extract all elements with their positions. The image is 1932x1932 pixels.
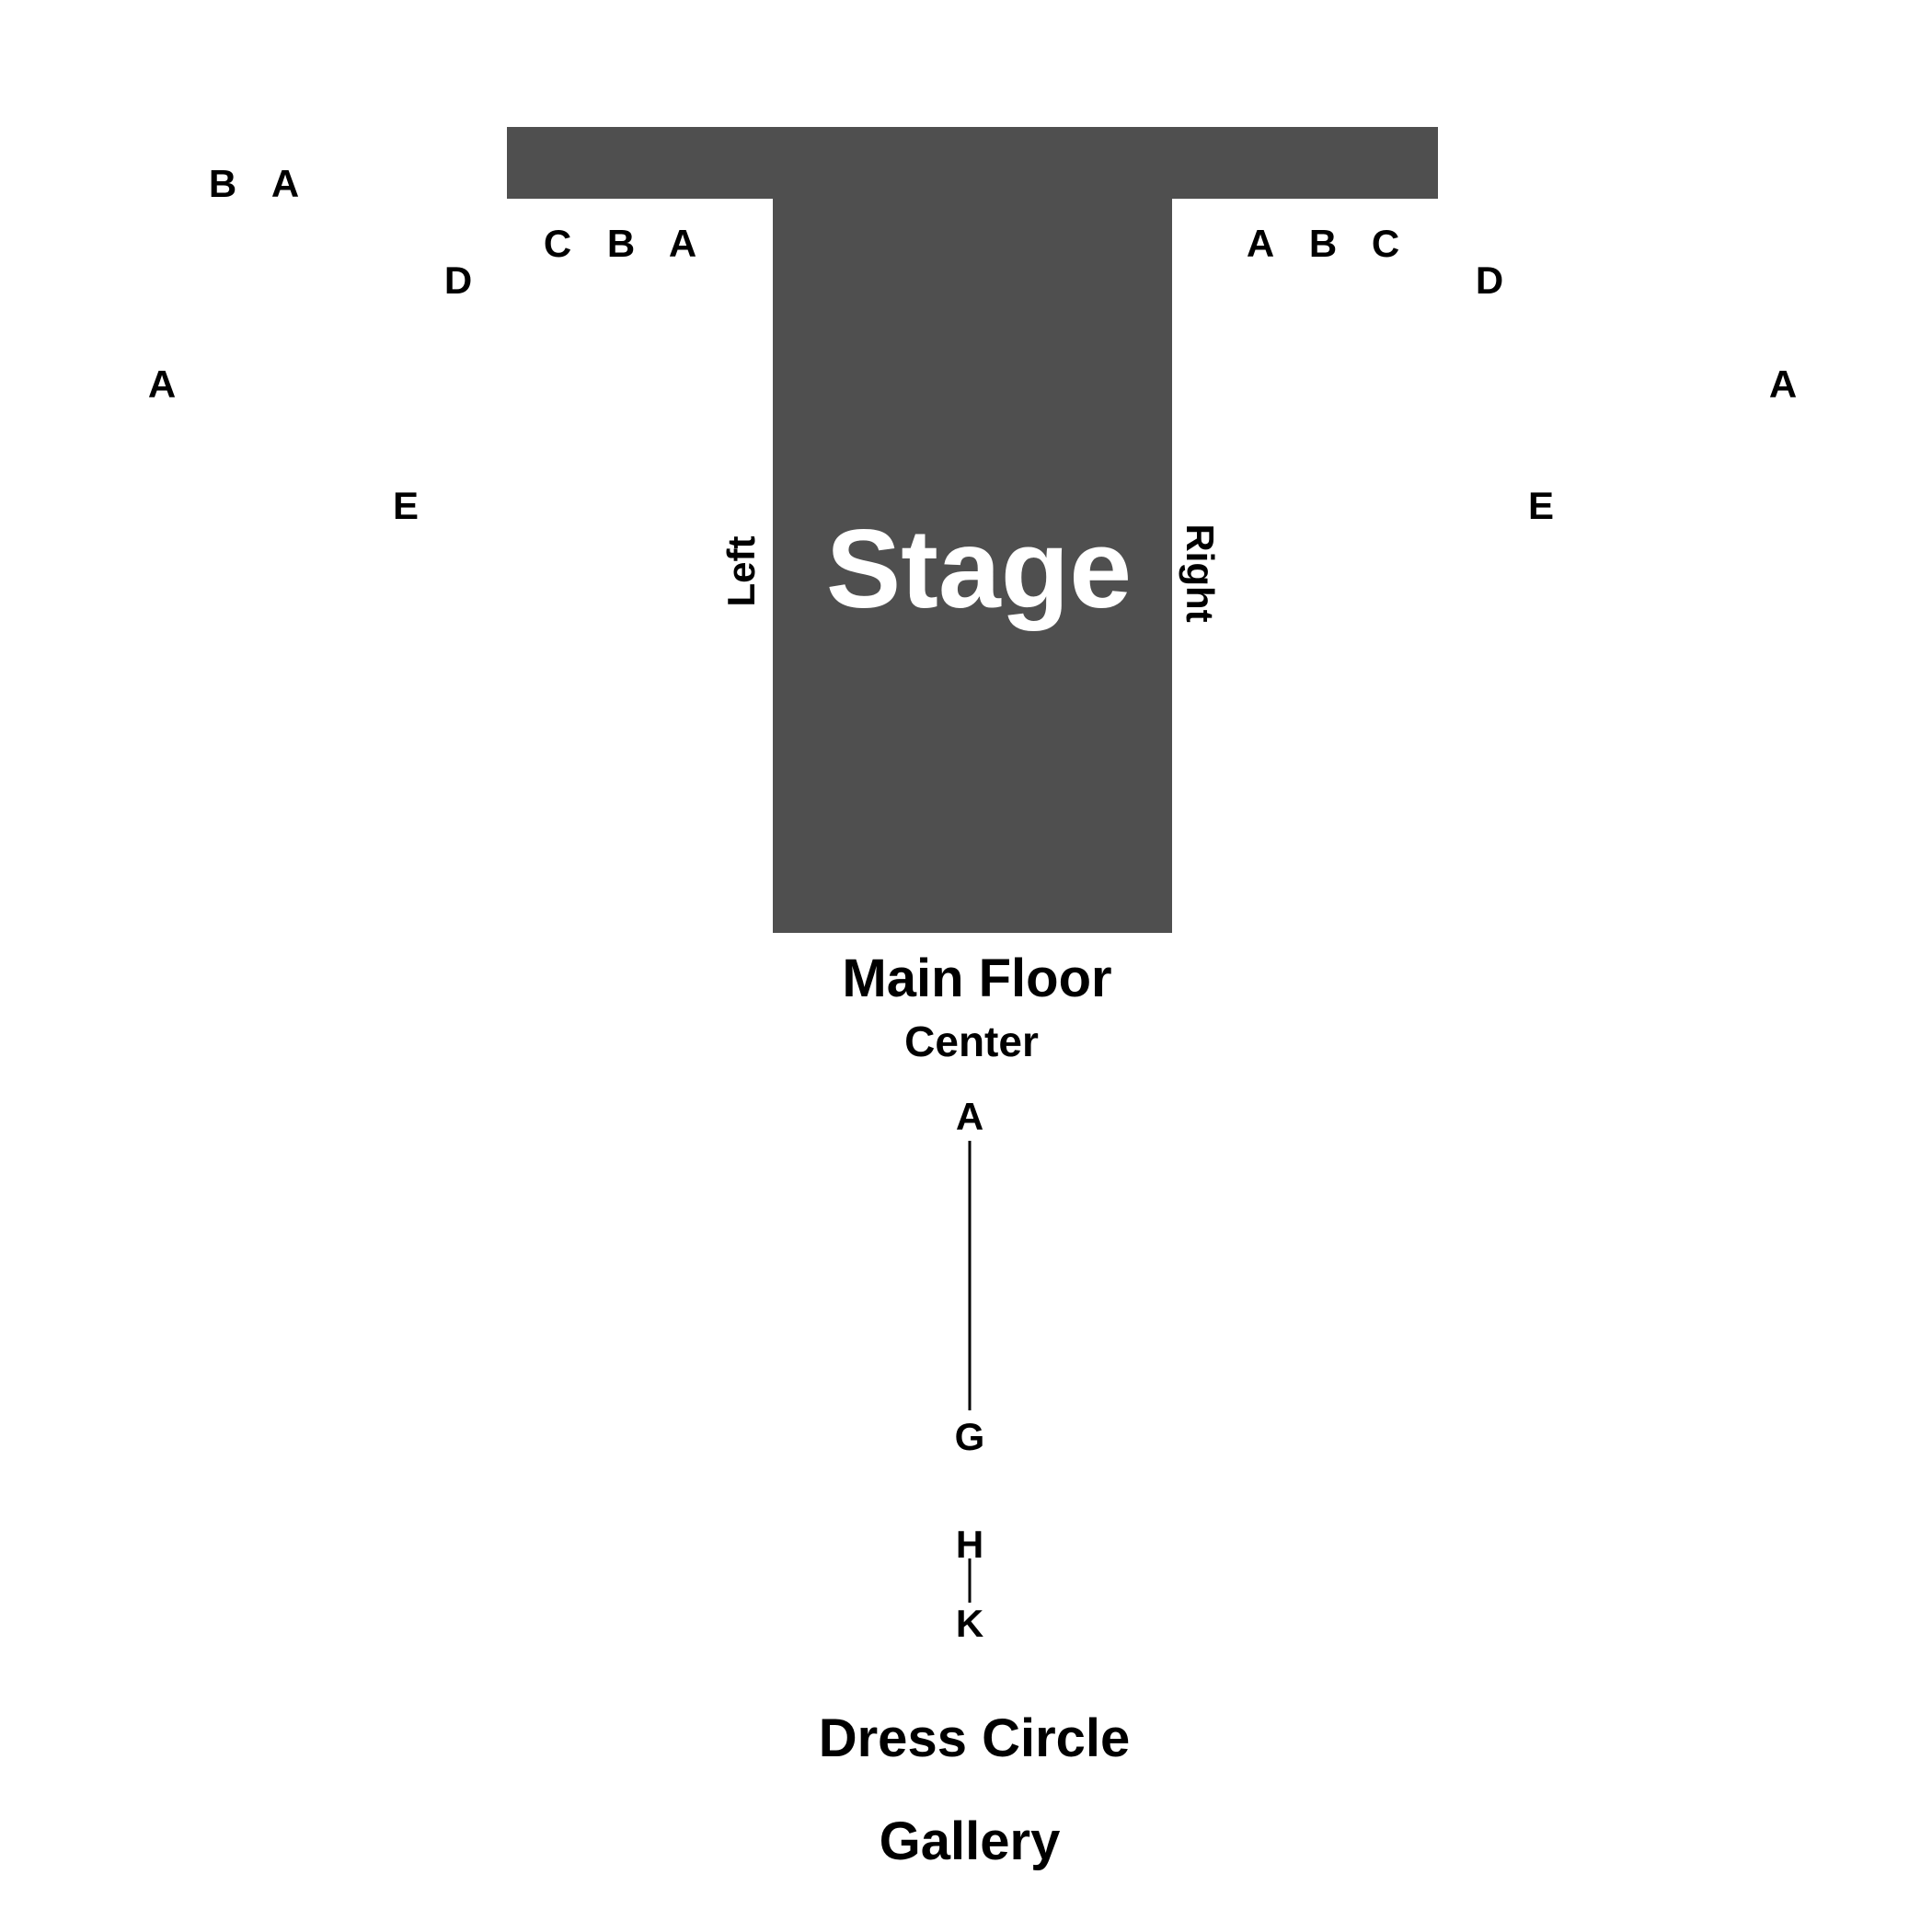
gallery-label[interactable]: Gallery — [879, 1811, 1061, 1871]
stage-left-label: Left — [719, 535, 763, 607]
dress-circle-label[interactable]: Dress Circle — [818, 1708, 1131, 1768]
center-section-label[interactable]: Center — [904, 1018, 1039, 1065]
right-apron-row-a[interactable]: A — [1246, 222, 1275, 265]
center-row-g[interactable]: G — [954, 1415, 985, 1458]
left-outer-row-a[interactable]: A — [147, 362, 177, 406]
right-outer-row-a[interactable]: A — [1768, 362, 1798, 406]
right-row-d[interactable]: D — [1475, 259, 1504, 302]
center-row-a[interactable]: A — [955, 1095, 984, 1138]
left-row-d[interactable]: D — [443, 259, 473, 302]
right-apron-row-c[interactable]: C — [1371, 222, 1400, 265]
center-rows-a-to-g-line — [968, 1141, 972, 1410]
left-apron-row-a[interactable]: A — [668, 222, 697, 265]
center-rows-h-to-k-line — [968, 1558, 972, 1603]
right-row-e[interactable]: E — [1527, 484, 1555, 527]
stage-right-label: Right — [1179, 523, 1222, 623]
stage-apron[interactable] — [507, 127, 1438, 199]
right-apron-row-b[interactable]: B — [1308, 222, 1338, 265]
main-floor-title: Main Floor — [842, 949, 1112, 1008]
stage-label: Stage — [825, 506, 1133, 631]
center-row-k[interactable]: K — [955, 1602, 984, 1645]
left-row-e[interactable]: E — [392, 484, 420, 527]
center-row-h[interactable]: H — [955, 1523, 984, 1566]
left-box-row-b[interactable]: B — [208, 162, 237, 205]
left-apron-row-b[interactable]: B — [606, 222, 636, 265]
left-box-row-a[interactable]: A — [270, 162, 300, 205]
stage-thrust[interactable] — [773, 197, 1172, 933]
left-apron-row-c[interactable]: C — [543, 222, 572, 265]
